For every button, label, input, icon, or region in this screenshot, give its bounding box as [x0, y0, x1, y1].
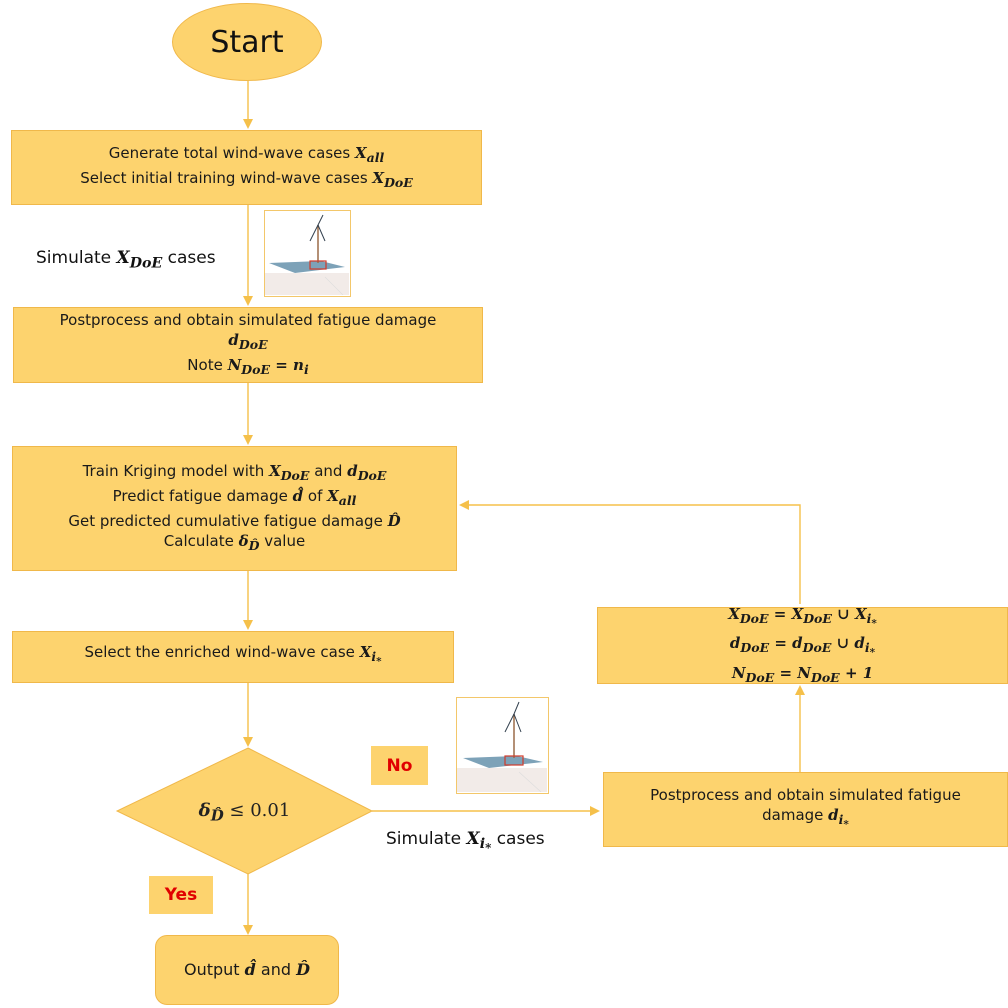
arrow-update-to-train	[459, 500, 801, 604]
postprocess-doe-box: Postprocess and obtain simulated fatigue…	[13, 307, 483, 383]
select-initial-line: Select initial training wind-wave cases …	[80, 168, 413, 190]
calculate-line: Calculate δD̂ value	[163, 532, 306, 553]
postprocess-i-box: Postprocess and obtain simulated fatigue…	[603, 772, 1008, 847]
wind-turbine-icon	[457, 701, 547, 793]
update-x-line: XDoE = XDoE ∪ Xi*	[728, 604, 877, 630]
wind-turbine-icon	[265, 214, 349, 296]
no-label: No	[371, 746, 428, 785]
update-n-line: NDoE = NDoE + 1	[731, 663, 874, 685]
predict-line: Predict fatigue damage d̂ of Xall	[112, 487, 357, 508]
wind-turbine-thumbnail-2	[456, 697, 549, 794]
output-line: Output d̂ and D̂	[183, 960, 310, 979]
generate-line: Generate total wind-wave cases Xall	[108, 143, 385, 165]
update-doe-box: XDoE = XDoE ∪ Xi* dDoE = dDoE ∪ di* NDoE…	[597, 604, 1008, 685]
select-enriched-box: Select the enriched wind-wave case Xi*	[12, 631, 454, 683]
d-doe-line: dDoE	[228, 331, 268, 352]
postprocess-i-line: Postprocess and obtain simulated fatigue	[650, 785, 961, 804]
train-kriging-box: Train Kriging model with XDoE and dDoE P…	[12, 446, 457, 571]
train-line: Train Kriging model with XDoE and dDoE	[82, 462, 387, 483]
postprocess-line: Postprocess and obtain simulated fatigue…	[59, 311, 437, 329]
select-enriched-line: Select the enriched wind-wave case Xi*	[84, 643, 382, 668]
simulate-doe-label: Simulate XDoE cases	[36, 248, 216, 272]
update-d-line: dDoE = dDoE ∪ di*	[729, 634, 876, 659]
start-terminal: Start	[172, 3, 322, 81]
output-terminal: Output d̂ and D̂	[155, 935, 339, 1005]
damage-i-line: damage di*	[762, 805, 849, 831]
simulate-i-label: Simulate Xi* cases	[386, 829, 545, 856]
generate-cases-box: Generate total wind-wave cases Xall Sele…	[11, 130, 482, 205]
wind-turbine-thumbnail-1	[264, 210, 351, 297]
decision-condition: δD̂ ≤ 0.01	[198, 800, 291, 825]
decision-diamond	[115, 747, 374, 875]
cumulative-line: Get predicted cumulative fatigue damage …	[68, 512, 401, 530]
note-line: Note NDoE = ni	[187, 356, 309, 377]
start-label: Start	[210, 24, 284, 60]
yes-label: Yes	[149, 876, 213, 914]
